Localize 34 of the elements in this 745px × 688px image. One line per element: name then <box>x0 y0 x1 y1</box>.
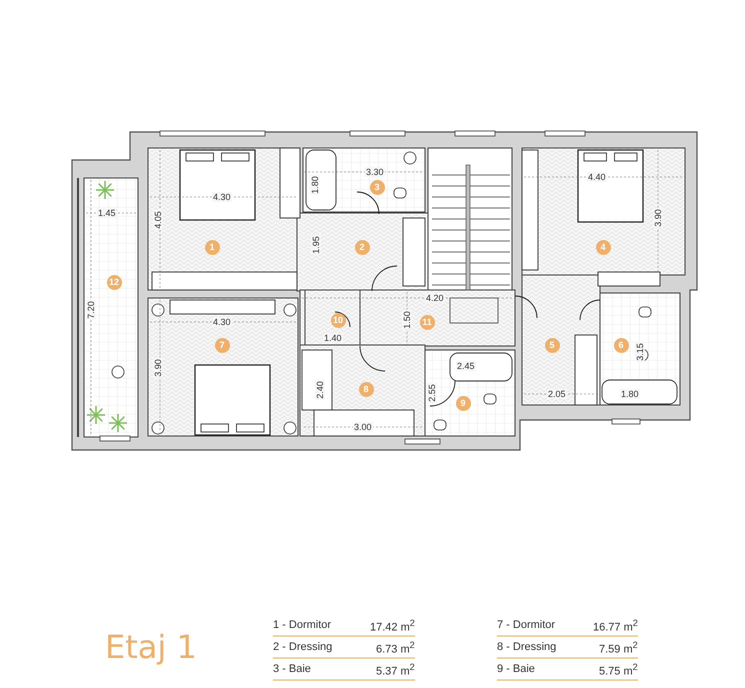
dimension-label: 3.90 <box>652 208 663 228</box>
room-area: 6.73 m$^{2}$ <box>376 638 415 656</box>
room-area: 7.59 m$^{2}$ <box>599 638 638 656</box>
dimension-label: 1.40 <box>323 333 343 343</box>
room-name: 2 - Dressing <box>273 640 332 654</box>
dimension-label: 3.00 <box>353 422 373 432</box>
room-area: 5.75 m$^{2}$ <box>599 660 638 678</box>
dimension-label: 4.05 <box>152 210 163 230</box>
dimension-label: 4.20 <box>425 293 445 303</box>
dimension-label: 2.45 <box>456 361 476 371</box>
dimension-label: 1.50 <box>402 310 412 330</box>
room-name: 3 - Baie <box>273 662 311 676</box>
room-name: 9 - Baie <box>497 662 535 676</box>
dimension-label: 4.30 <box>212 192 232 202</box>
dimension-label: 2.05 <box>547 389 567 399</box>
room-area: 17.42 m$^{2}$ <box>370 616 415 634</box>
room-name: 8 - Dressing <box>497 640 556 654</box>
dimension-label: 1.80 <box>310 175 320 195</box>
dimension-label: 3.90 <box>152 358 163 378</box>
dimension-label: 1.80 <box>620 389 640 399</box>
dimension-label: 1.95 <box>310 235 321 255</box>
dimension-label: 1.45 <box>97 208 117 218</box>
dimension-label: 3.30 <box>365 167 385 177</box>
dimension-label: 7.20 <box>86 300 96 320</box>
room-name: 7 - Dormitor <box>497 618 556 632</box>
dimension-label: 4.40 <box>587 172 607 182</box>
room-area: 16.77 m$^{2}$ <box>593 616 638 634</box>
dimension-label: 3.15 <box>634 342 645 362</box>
dimension-label: 2.55 <box>426 383 437 403</box>
dimension-label: 2.40 <box>314 380 325 400</box>
dimension-label: 4.30 <box>212 317 232 327</box>
room-name: 1 - Dormitor <box>273 618 332 632</box>
room-area: 5.37 m$^{2}$ <box>376 660 415 678</box>
floor-title: Etaj 1 <box>105 628 197 666</box>
